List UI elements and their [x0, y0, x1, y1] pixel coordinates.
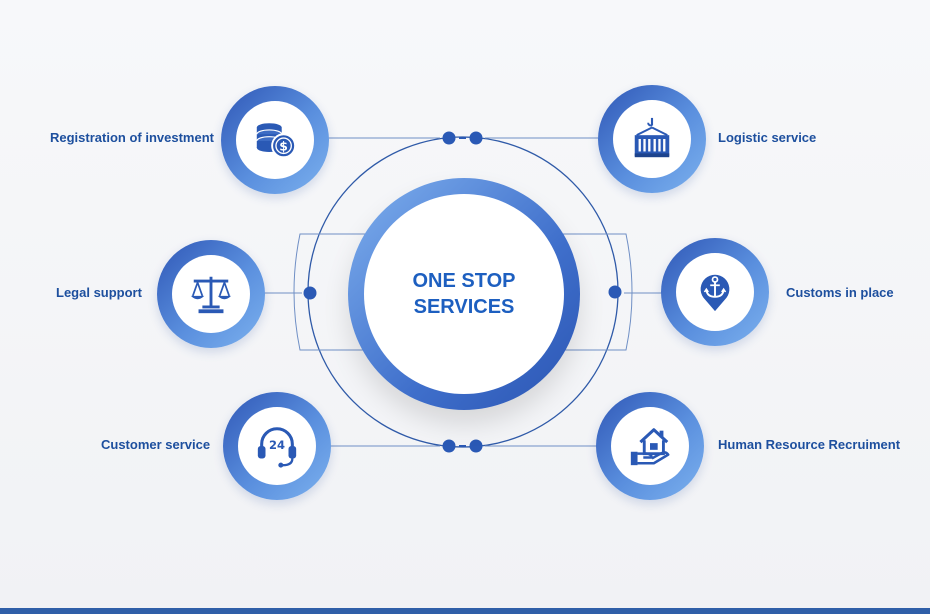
anchor-pin-icon	[700, 274, 730, 312]
dot-top-left	[442, 131, 456, 145]
node-customer[interactable]: 24	[223, 392, 331, 500]
label-registration: Registration of investment	[50, 130, 214, 145]
dot-bottom-left	[442, 439, 456, 453]
label-customs: Customs in place	[786, 285, 894, 300]
scales-icon	[190, 276, 232, 314]
label-hr: Human Resource Recruiment	[718, 437, 901, 452]
dot-top-right	[469, 131, 483, 145]
node-hr-inner	[611, 407, 689, 485]
label-logistic: Logistic service	[718, 130, 817, 145]
right-bracket	[560, 233, 633, 351]
headset-24-icon: 24	[257, 427, 297, 468]
node-legal[interactable]	[157, 240, 265, 348]
dot-right	[608, 285, 622, 299]
node-registration-inner: $	[236, 101, 314, 179]
label-legal: Legal support	[56, 285, 142, 300]
center-title-line1: ONE STOP	[412, 270, 516, 292]
container-crane-icon	[634, 117, 670, 158]
node-customer-inner: 24	[238, 407, 316, 485]
bottom-bar	[0, 608, 930, 614]
label-customer: Customer service	[101, 437, 211, 452]
node-legal-inner	[172, 255, 250, 333]
dot-left	[303, 286, 317, 300]
node-customs[interactable]	[661, 238, 769, 346]
svg-text:$: $	[279, 139, 288, 154]
svg-text:24: 24	[269, 438, 285, 452]
node-logistic-inner	[613, 100, 691, 178]
dot-bottom-right	[469, 439, 483, 453]
center-hub: ONE STOP SERVICES	[348, 178, 580, 410]
left-bracket	[293, 233, 366, 351]
node-customs-inner	[676, 253, 754, 331]
node-registration[interactable]: $	[221, 86, 329, 194]
center-hub-inner: ONE STOP SERVICES	[364, 194, 564, 394]
coins-dollar-icon: $	[256, 123, 297, 159]
node-logistic[interactable]	[598, 85, 706, 193]
node-hr[interactable]	[596, 392, 704, 500]
house-hand-icon	[630, 428, 670, 466]
center-title-line2: SERVICES	[413, 296, 515, 318]
